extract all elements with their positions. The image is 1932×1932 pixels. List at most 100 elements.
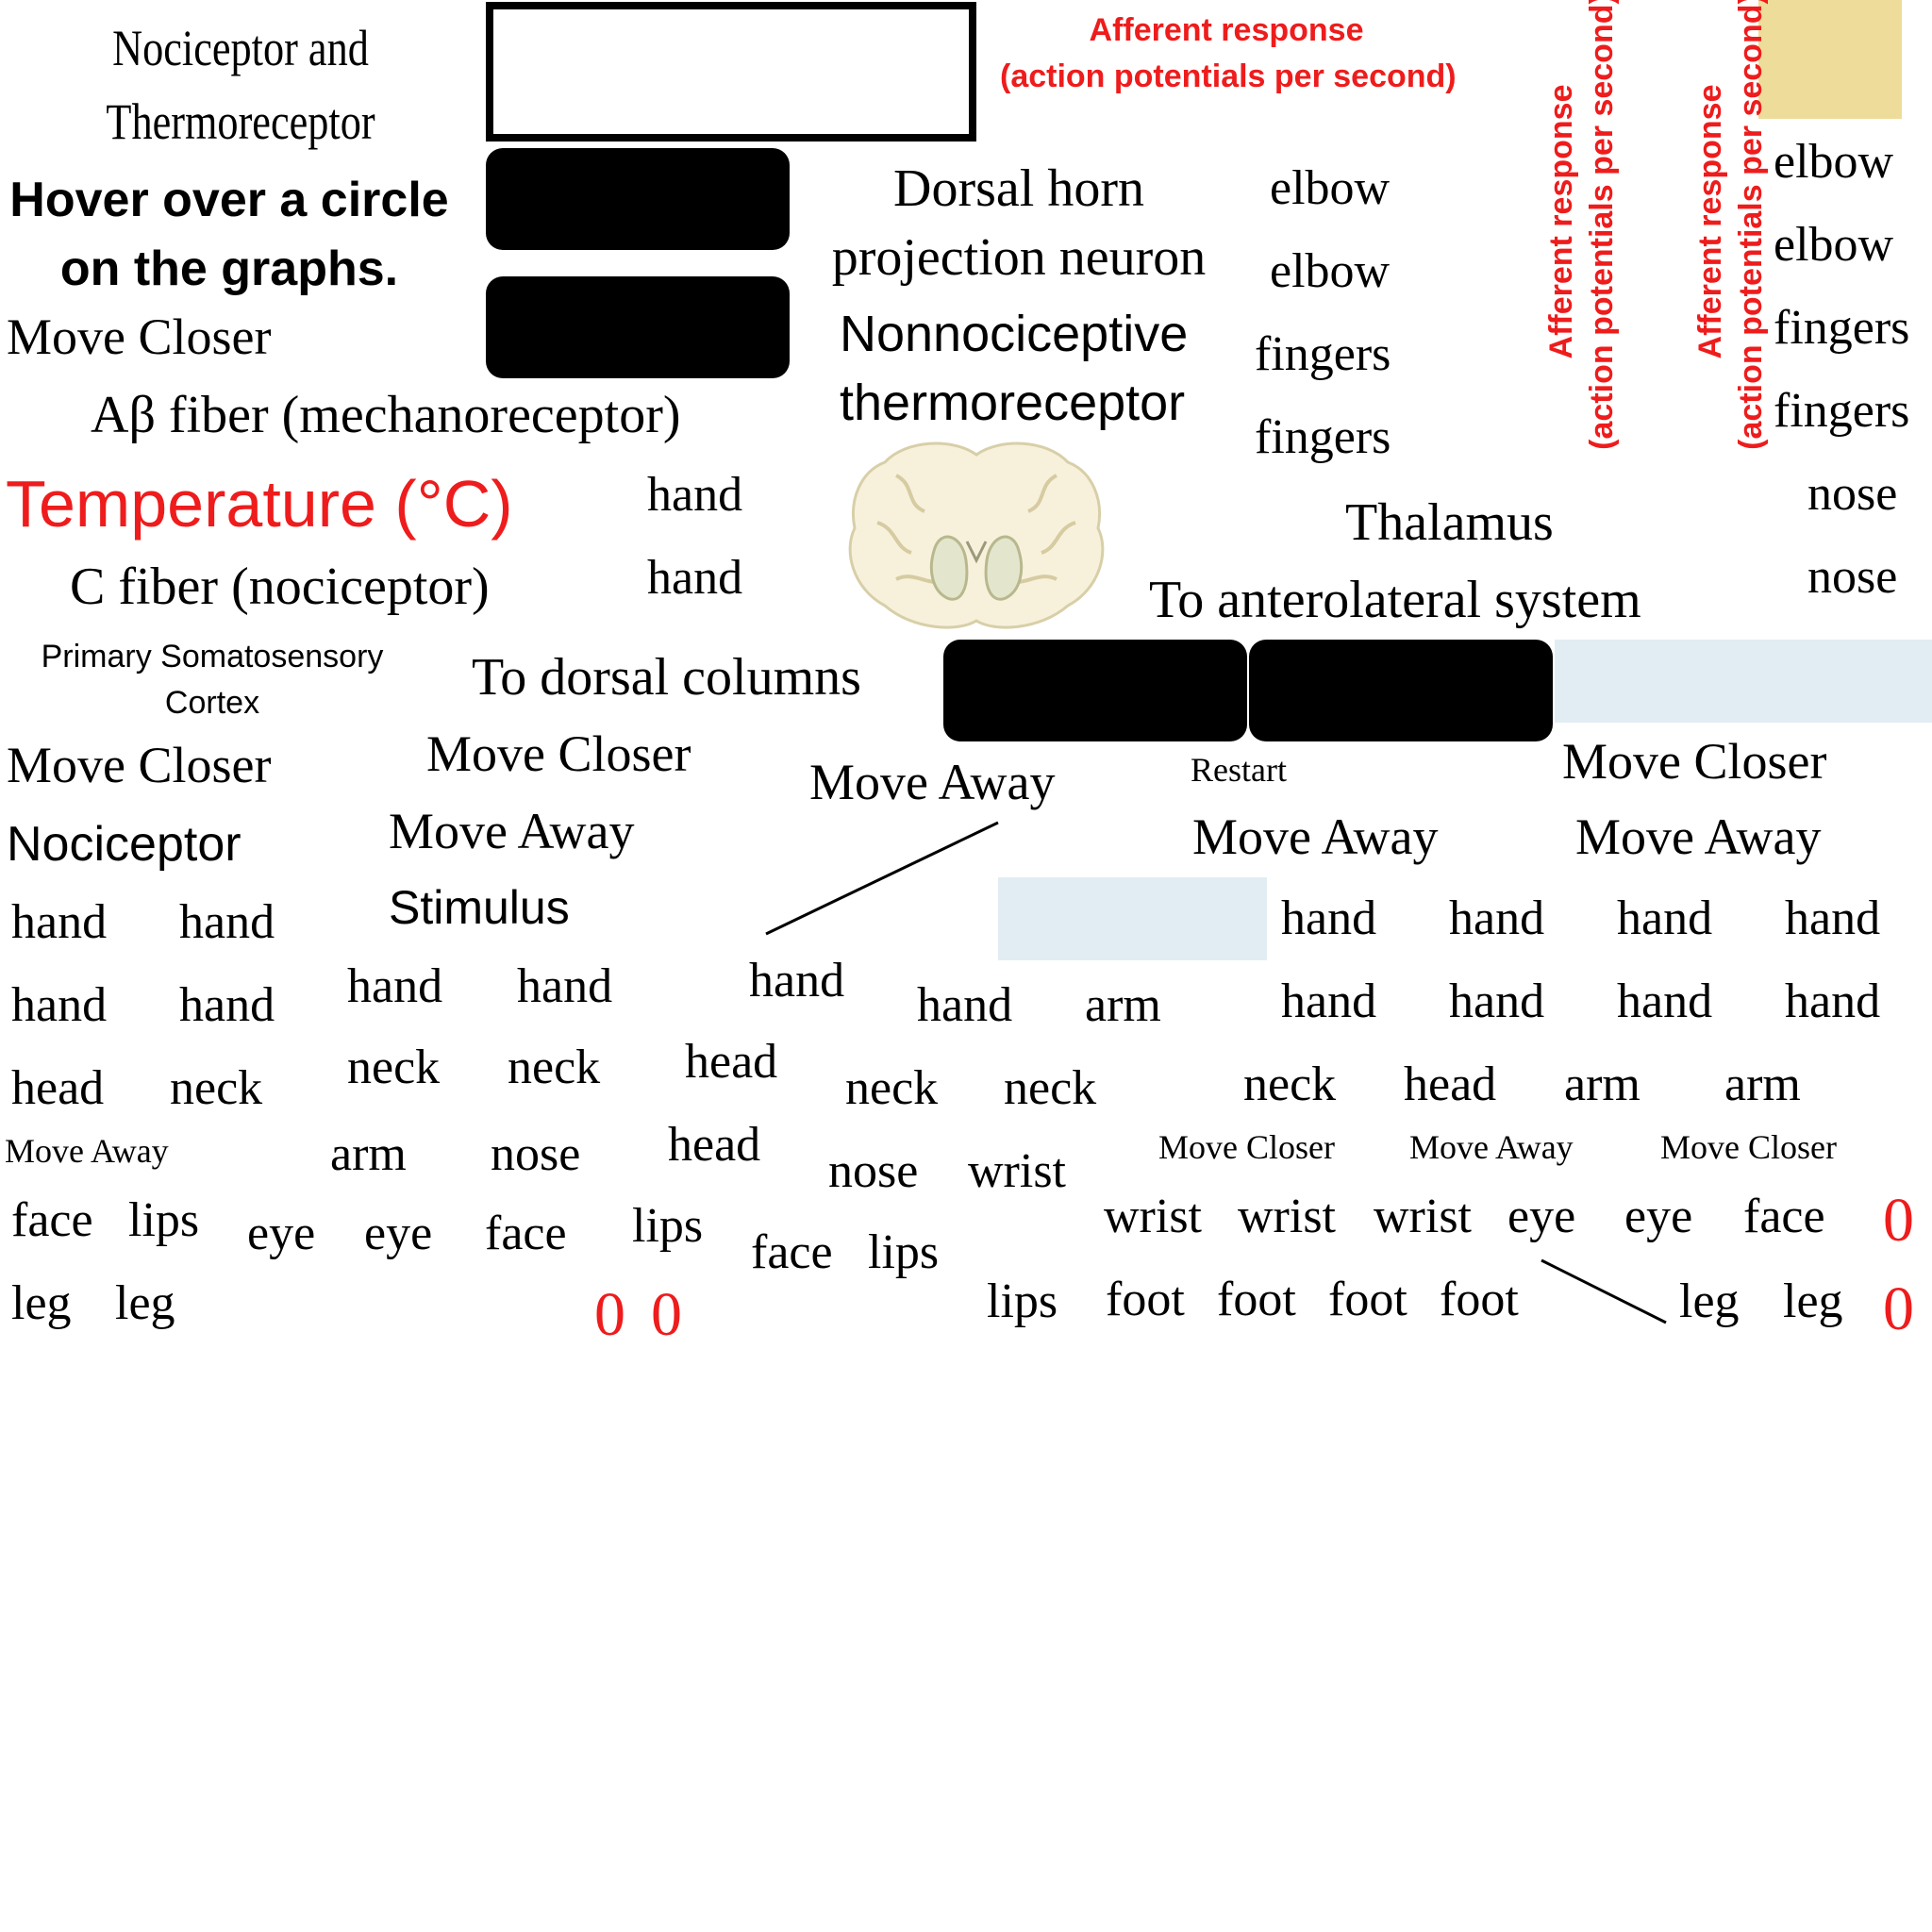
- foot-label: foot: [1440, 1273, 1519, 1326]
- neck-label: neck: [845, 1061, 939, 1115]
- lips-label: lips: [987, 1274, 1058, 1328]
- nose-label: nose: [1807, 467, 1898, 521]
- afferent-response-title: Afferent response (action potentials per…: [1000, 8, 1457, 101]
- head-label: head: [685, 1035, 778, 1089]
- wrist-label: wrist: [1374, 1190, 1472, 1243]
- neck-label: neck: [347, 1041, 441, 1094]
- move-closer-button[interactable]: Move Closer: [1158, 1128, 1335, 1166]
- elbow-label: elbow: [1774, 135, 1894, 189]
- ab-fiber-label: Aβ fiber (mechanoreceptor): [91, 386, 681, 444]
- lips-label: lips: [128, 1193, 200, 1247]
- zero-value: 0: [1883, 1186, 1914, 1255]
- s1-line: Cortex: [164, 685, 260, 722]
- nose-label: nose: [491, 1127, 581, 1181]
- hover-instruction: Hover over a circle on the graphs.: [8, 166, 451, 304]
- brain-coronal-section-icon: [848, 441, 1105, 629]
- fingers-label: fingers: [1255, 410, 1391, 464]
- dorsal-horn-label: Dorsal horn projection neuron: [811, 155, 1226, 292]
- pale-blue-box: [998, 877, 1267, 960]
- hand-label: hand: [917, 978, 1013, 1032]
- elbow-label: elbow: [1270, 244, 1391, 298]
- fingers-label: fingers: [1255, 327, 1391, 381]
- move-closer-button[interactable]: Move Closer: [426, 725, 691, 782]
- wrist-label: wrist: [1238, 1190, 1336, 1243]
- label-line: Nociceptor and: [112, 20, 369, 76]
- zero-value: 0: [594, 1280, 625, 1349]
- head-label: head: [11, 1061, 105, 1115]
- hand-label: hand: [1449, 974, 1545, 1028]
- leg-label: leg: [1679, 1274, 1740, 1328]
- black-button-1[interactable]: [486, 148, 790, 250]
- move-away-button[interactable]: Move Away: [389, 803, 635, 859]
- move-away-button[interactable]: Move Away: [809, 754, 1056, 810]
- zero-value: 0: [651, 1280, 682, 1349]
- hand-label: hand: [179, 895, 275, 949]
- move-closer-button[interactable]: Move Closer: [7, 737, 272, 793]
- move-away-button[interactable]: Move Away: [5, 1132, 169, 1170]
- afferent-line: (action potentials per second): [1000, 58, 1457, 95]
- fingers-label: fingers: [1774, 301, 1910, 355]
- temperature-axis-label: Temperature (°C): [6, 467, 513, 541]
- thalamus-label: Thalamus: [1345, 493, 1554, 552]
- c-fiber-label: C fiber (nociceptor): [70, 558, 490, 616]
- hand-label: hand: [1281, 891, 1377, 945]
- wrist-label: wrist: [968, 1144, 1066, 1198]
- hand-label: hand: [749, 954, 845, 1008]
- arm-label: arm: [330, 1127, 407, 1181]
- label-line: Thermoreceptor: [106, 93, 375, 151]
- s1-line: Primary Somatosensory: [41, 639, 384, 675]
- eye-label: eye: [1507, 1190, 1576, 1243]
- hand-label: hand: [1617, 891, 1713, 945]
- black-button-3[interactable]: [943, 640, 1247, 741]
- hand-label: hand: [1785, 891, 1881, 945]
- leg-label: leg: [115, 1276, 175, 1330]
- hover-line: Hover over a circle: [9, 173, 449, 227]
- head-label: head: [1404, 1058, 1497, 1111]
- move-closer-button[interactable]: Move Closer: [1562, 733, 1827, 790]
- arm-label: arm: [1564, 1058, 1641, 1111]
- zero-value: 0: [1883, 1274, 1914, 1343]
- afferent-line: Afferent response: [1089, 12, 1364, 48]
- wrist-label: wrist: [1104, 1190, 1202, 1243]
- arm-label: arm: [1724, 1058, 1801, 1111]
- hand-label: hand: [647, 468, 743, 522]
- face-label: face: [751, 1225, 833, 1279]
- black-button-2[interactable]: [486, 276, 790, 378]
- move-closer-button[interactable]: Move Closer: [1660, 1128, 1837, 1166]
- leg-label: leg: [1783, 1274, 1843, 1328]
- dorsal-columns-label: To dorsal columns: [472, 648, 861, 707]
- nose-label: nose: [1807, 550, 1898, 604]
- neck-label: neck: [170, 1061, 263, 1115]
- lips-label: lips: [868, 1225, 940, 1279]
- neck-label: neck: [508, 1041, 601, 1094]
- foot-label: foot: [1217, 1273, 1296, 1326]
- hover-line: on the graphs.: [59, 241, 399, 296]
- face-label: face: [485, 1207, 567, 1260]
- eye-label: eye: [364, 1207, 433, 1260]
- elbow-label: elbow: [1270, 161, 1391, 215]
- restart-button[interactable]: Restart: [1191, 751, 1287, 789]
- dorsal-line: projection neuron: [831, 227, 1207, 287]
- face-label: face: [11, 1193, 93, 1247]
- hand-label: hand: [347, 959, 443, 1013]
- nonnociceptive-label: Nonnociceptive thermoreceptor: [840, 300, 1188, 438]
- eye-label: eye: [1624, 1190, 1693, 1243]
- black-button-4[interactable]: [1249, 640, 1553, 741]
- move-away-button[interactable]: Move Away: [1409, 1128, 1574, 1166]
- move-closer-button[interactable]: Move Closer: [7, 308, 272, 365]
- face-label: face: [1743, 1190, 1825, 1243]
- hand-label: hand: [1449, 891, 1545, 945]
- fingers-label: fingers: [1774, 384, 1910, 438]
- move-away-button[interactable]: Move Away: [1192, 808, 1439, 865]
- tan-swatch: [1758, 0, 1902, 119]
- eye-label: eye: [247, 1207, 316, 1260]
- dorsal-line: Dorsal horn: [893, 159, 1144, 218]
- foot-label: foot: [1106, 1273, 1185, 1326]
- nose-label: nose: [828, 1144, 919, 1198]
- foot-label: foot: [1328, 1273, 1407, 1326]
- hand-label: hand: [1281, 974, 1377, 1028]
- move-away-button[interactable]: Move Away: [1575, 808, 1822, 865]
- s1-cortex-label: Primary Somatosensory Cortex: [19, 634, 406, 727]
- white-outline-box: [486, 2, 976, 142]
